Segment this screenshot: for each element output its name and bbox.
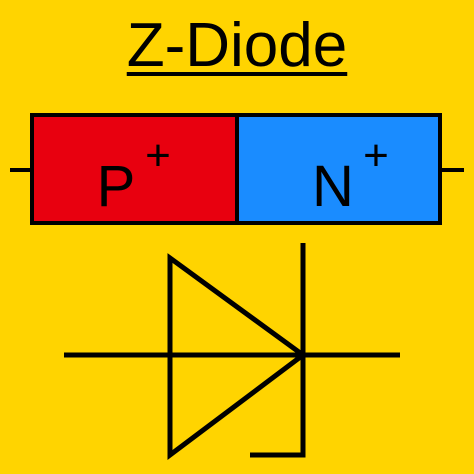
symbol-cathode-bar <box>250 243 306 458</box>
p-region <box>30 113 239 225</box>
symbol-triangle <box>167 253 308 461</box>
n-region-label: N <box>312 154 354 219</box>
n-region <box>235 113 442 225</box>
pn-junction-block: P + N + <box>10 113 464 225</box>
n-region-superscript: + <box>363 131 389 180</box>
p-region-label: P <box>97 154 136 219</box>
page-title: Z-Diode <box>126 11 348 80</box>
zener-diode-icon <box>64 243 400 461</box>
p-region-superscript: + <box>145 131 171 180</box>
